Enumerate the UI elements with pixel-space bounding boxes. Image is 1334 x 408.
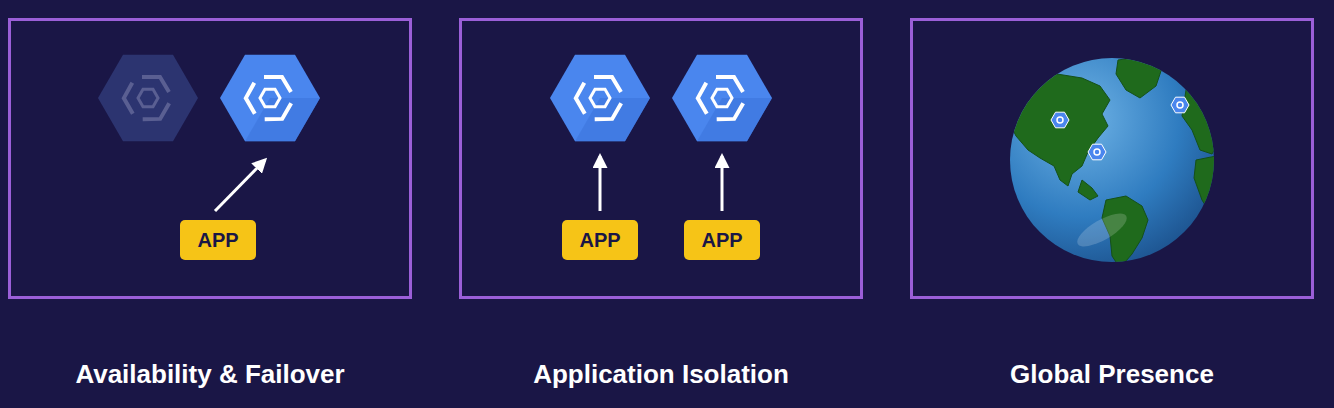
app-box: APP <box>562 220 638 260</box>
panel-caption: Availability & Failover <box>0 358 429 390</box>
app-box: APP <box>180 220 256 260</box>
app-label: APP <box>579 228 620 252</box>
node-icon <box>550 55 650 142</box>
panel: Availability & FailoverAPP <box>8 18 412 299</box>
app-label: APP <box>701 228 742 252</box>
node-icon <box>220 55 320 142</box>
node-icon-faded <box>98 55 198 142</box>
panel-caption: Application Isolation <box>442 358 880 390</box>
panel: Application IsolationAPPAPP <box>459 18 863 299</box>
arrow <box>599 156 602 211</box>
panel: Global Presence <box>910 18 1314 299</box>
app-box: APP <box>684 220 760 260</box>
arrow <box>215 160 265 211</box>
panel-caption: Global Presence <box>893 358 1331 390</box>
app-label: APP <box>197 228 238 252</box>
node-icon <box>672 55 772 142</box>
arrow <box>721 156 724 211</box>
globe <box>1008 56 1222 268</box>
